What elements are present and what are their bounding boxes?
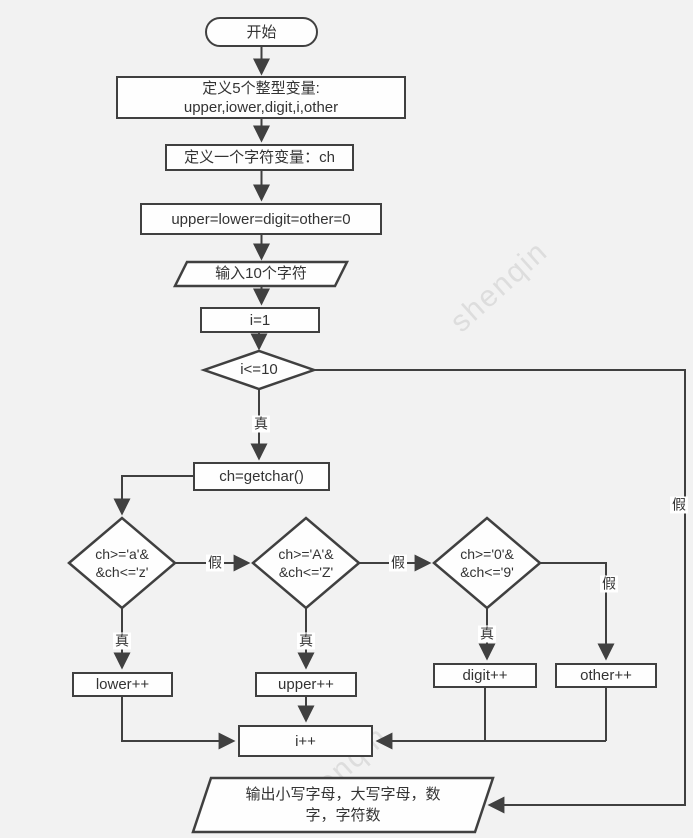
inc-lower-label: lower++: [95, 676, 150, 693]
inc-i-node: i++: [238, 725, 373, 757]
getchar-node: ch=getchar(): [193, 462, 330, 491]
start-node: 开始: [205, 17, 318, 47]
declare-ints-line1: 定义5个整型变量:: [202, 79, 320, 97]
init-vars-node: upper=lower=digit=other=0: [140, 203, 382, 235]
getchar-label: ch=getchar(): [219, 468, 304, 485]
edge-label-true-d2: 真: [297, 632, 315, 650]
inc-lower-node: lower++: [72, 672, 173, 697]
inc-upper-label: upper++: [278, 676, 334, 693]
edge-label-false-loop: 假: [670, 496, 688, 514]
inc-other-label: other++: [580, 667, 632, 684]
edge-label-true-d1: 真: [113, 632, 131, 650]
declare-ints-line2: upper,iower,digit,i,other: [183, 98, 339, 116]
inc-i-label: i++: [295, 732, 316, 750]
edge-label-false-d1: 假: [206, 554, 224, 572]
edge-getchar-d1: [113, 475, 193, 516]
cond-digit-diamond: [432, 516, 542, 610]
init-vars-label: upper=lower=digit=other=0: [171, 210, 351, 228]
inc-upper-node: upper++: [255, 672, 357, 697]
init-i-node: i=1: [200, 307, 320, 333]
start-label: 开始: [246, 23, 277, 41]
edge-label-true-d3: 真: [478, 625, 496, 643]
edge-cond-false: [314, 369, 686, 814]
inc-digit-label: digit++: [462, 667, 508, 684]
inc-digit-node: digit++: [433, 663, 537, 688]
init-i-label: i=1: [249, 311, 271, 329]
declare-char-node: 定义一个字符变量：ch: [165, 144, 354, 171]
cond-lower-diamond: [67, 516, 177, 610]
declare-char-label: 定义一个字符变量：ch: [184, 149, 335, 166]
cond-upper-diamond: [251, 516, 361, 610]
edge-label-false-d2: 假: [389, 554, 407, 572]
input-parallelogram: [172, 260, 350, 288]
edge-label-false-d3: 假: [600, 575, 618, 593]
declare-ints-node: 定义5个整型变量: upper,iower,digit,i,other: [116, 76, 406, 119]
edge-lower-inc: [121, 697, 236, 750]
output-parallelogram: [191, 776, 495, 834]
loop-cond-diamond: [200, 349, 318, 391]
edge-d3-false: [540, 562, 615, 661]
edge-label-true-loop: 真: [252, 415, 270, 433]
inc-other-node: other++: [555, 663, 657, 688]
